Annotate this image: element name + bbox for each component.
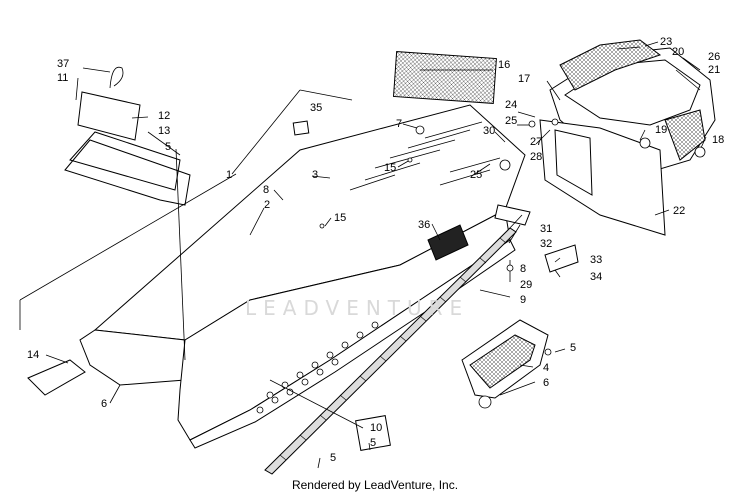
- bracket-31: [494, 204, 531, 226]
- deck-slots: [349, 121, 501, 191]
- hardware: [109, 66, 706, 409]
- part-label-37: 37: [57, 58, 69, 70]
- part-label-20: 20: [672, 46, 684, 58]
- part-label-36: 36: [418, 219, 430, 231]
- part-label-34: 34: [590, 271, 602, 283]
- part-label-32: 32: [540, 238, 552, 250]
- part-label-3: 3: [312, 169, 318, 181]
- bracket-33: [544, 244, 579, 273]
- part-label-1: 1: [226, 169, 232, 181]
- part-label-25a: 25: [505, 115, 517, 127]
- part-label-17: 17: [518, 73, 530, 85]
- part-label-35: 35: [310, 102, 322, 114]
- part-label-31: 31: [540, 223, 552, 235]
- rail-teeth: [279, 237, 507, 461]
- leader-lines: [19, 41, 707, 469]
- part-label-33: 33: [590, 254, 602, 266]
- part-label-6a: 6: [101, 398, 107, 410]
- part-label-30: 30: [483, 125, 495, 137]
- side-bracket: [461, 319, 549, 399]
- part-label-23: 23: [660, 36, 672, 48]
- cover-plates: [64, 91, 191, 206]
- snow-flap: [539, 119, 666, 236]
- part-label-29: 29: [520, 279, 532, 291]
- part-label-5a: 5: [165, 141, 171, 153]
- part-label-5c: 5: [370, 437, 376, 449]
- part-label-14: 14: [27, 349, 39, 361]
- part-label-24: 24: [505, 99, 517, 111]
- part-label-5b: 5: [570, 342, 576, 354]
- part-label-19: 19: [655, 124, 667, 136]
- part-label-10: 10: [370, 422, 382, 434]
- part-label-25b: 25: [470, 169, 482, 181]
- part-label-15a: 15: [384, 162, 396, 174]
- footer-credit: Rendered by LeadVenture, Inc.: [291, 478, 459, 492]
- part-label-9: 9: [520, 294, 526, 306]
- rear-bracket: [27, 359, 86, 396]
- grip-pad: [392, 51, 497, 104]
- part-label-12: 12: [158, 110, 170, 122]
- part-label-5d: 5: [330, 452, 336, 464]
- part-label-27: 27: [530, 136, 542, 148]
- part-label-21: 21: [708, 64, 720, 76]
- part-label-16: 16: [498, 59, 510, 71]
- part-label-7: 7: [396, 118, 402, 130]
- part-label-11: 11: [57, 72, 68, 84]
- part-label-4: 4: [543, 362, 549, 374]
- part-label-26: 26: [708, 51, 720, 63]
- part-label-22: 22: [673, 205, 685, 217]
- part-label-28: 28: [530, 151, 542, 163]
- part-label-2: 2: [264, 199, 270, 211]
- badge-plate: [427, 224, 469, 261]
- part-label-13: 13: [158, 125, 170, 137]
- part-label-15b: 15: [334, 212, 346, 224]
- part-label-18: 18: [712, 134, 724, 146]
- part-labels: 1 2 3 4 5 5 5 5 6 6 7 8 8 9 10 11 12 13 …: [27, 36, 724, 464]
- side-panel-holes: [256, 321, 379, 414]
- part-label-6b: 6: [543, 377, 549, 389]
- watermark-text: LEADVENTURE: [245, 296, 470, 320]
- bracket-plate: [355, 415, 391, 451]
- part-label-8b: 8: [520, 263, 526, 275]
- part-label-8a: 8: [263, 184, 269, 196]
